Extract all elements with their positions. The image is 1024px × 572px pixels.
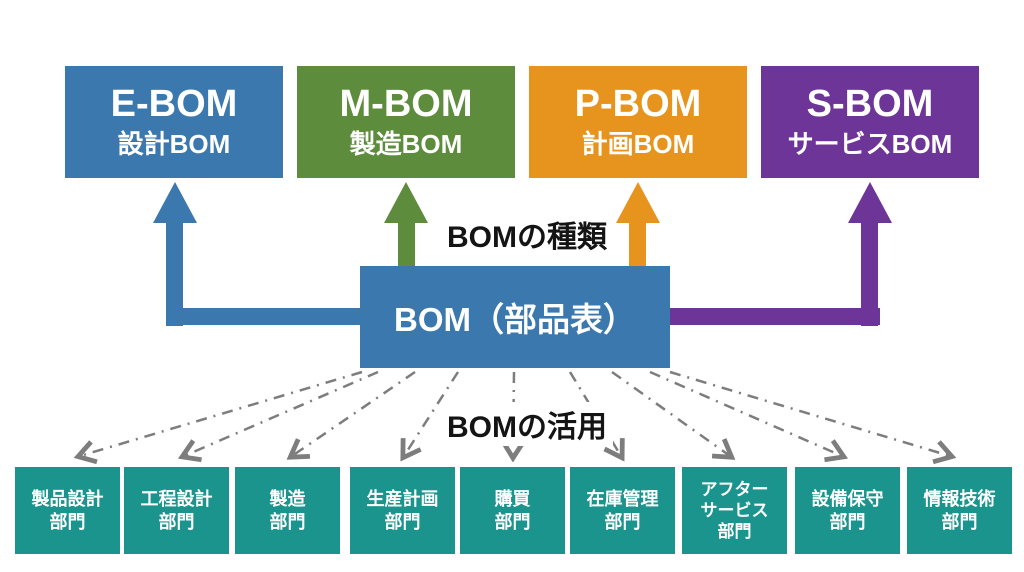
usage-arrow-product-design	[80, 370, 363, 456]
e-bom-arrow	[153, 182, 362, 326]
usage-arrow-it	[669, 370, 950, 456]
dept-inventory-management: 在庫管理 部門	[570, 467, 675, 554]
usage-arrow-after-service	[611, 370, 730, 456]
m-bom-name: 製造BOM	[349, 128, 463, 159]
m-bom-arrow	[384, 182, 428, 268]
dept-equipment-maintenance: 設備保守 部門	[795, 467, 900, 554]
dept-information-technology: 情報技術 部門	[907, 467, 1012, 554]
bom-usage-label: BOMの活用	[441, 402, 613, 446]
usage-arrow-equipment	[649, 370, 842, 456]
usage-arrow-manufacturing	[292, 370, 416, 456]
dept-production-planning: 生産計画 部門	[350, 467, 455, 554]
bom-center-box: BOM（部品表）	[360, 266, 670, 368]
type-box-s-bom: S-BOM サービスBOM	[761, 66, 979, 178]
type-box-p-bom: P-BOM 計画BOM	[529, 66, 747, 178]
dept-process-design: 工程設計 部門	[124, 467, 229, 554]
p-bom-arrow	[616, 182, 660, 268]
type-box-e-bom: E-BOM 設計BOM	[65, 66, 283, 178]
s-bom-code: S-BOM	[806, 83, 934, 125]
usage-arrow-production-planning	[404, 371, 460, 456]
dept-after-service: アフター サービス 部門	[682, 467, 787, 554]
type-box-m-bom: M-BOM 製造BOM	[297, 66, 515, 178]
bom-types-label: BOMの種類	[447, 221, 607, 254]
m-bom-code: M-BOM	[339, 83, 473, 125]
s-bom-arrow	[668, 182, 892, 326]
dept-product-design: 製品設計 部門	[15, 467, 120, 554]
usage-arrow-process-design	[184, 370, 379, 456]
dept-purchasing: 購買 部門	[460, 467, 565, 554]
dept-manufacturing: 製造 部門	[235, 467, 340, 554]
p-bom-name: 計画BOM	[581, 128, 695, 159]
s-bom-name: サービスBOM	[787, 128, 953, 159]
p-bom-code: P-BOM	[574, 83, 702, 125]
e-bom-code: E-BOM	[110, 83, 238, 125]
e-bom-name: 設計BOM	[117, 128, 231, 159]
